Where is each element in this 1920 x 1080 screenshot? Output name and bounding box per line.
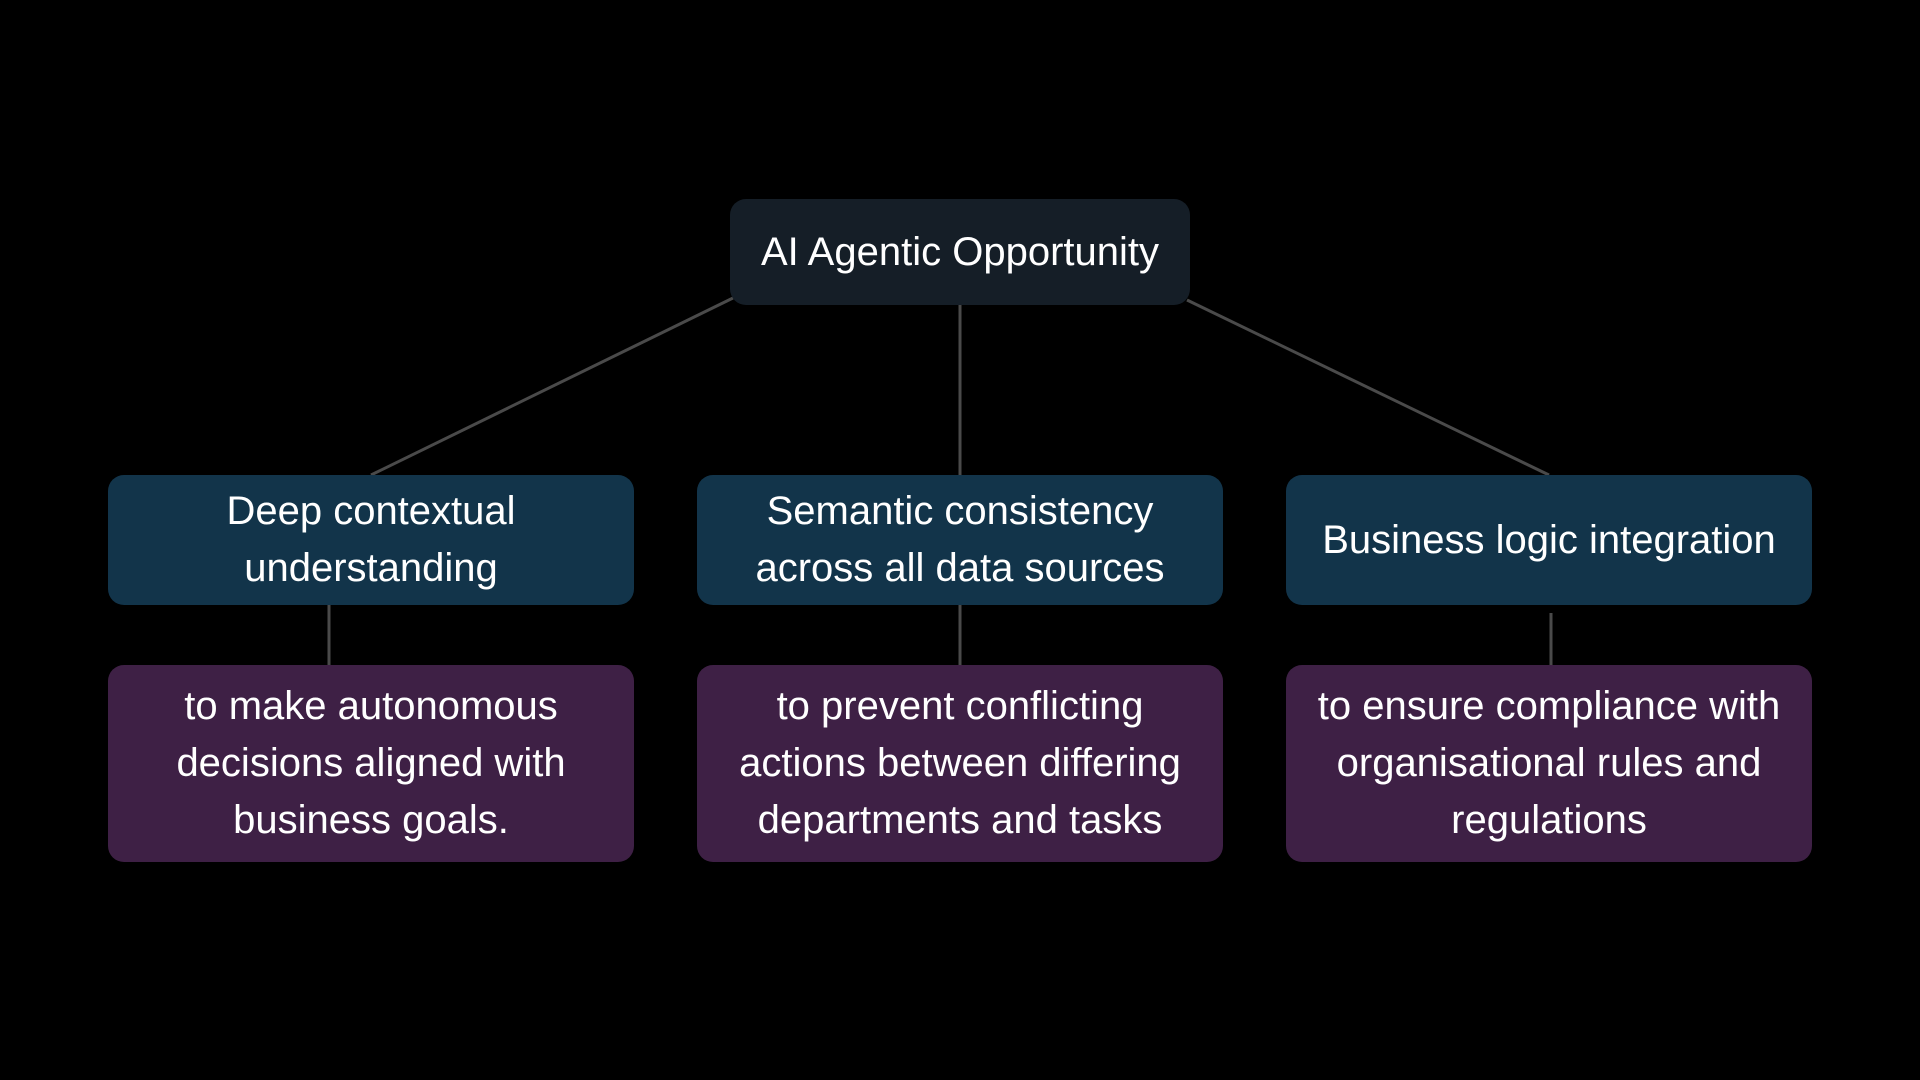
branch-node-3: Business logic integration xyxy=(1286,475,1812,605)
detail-node-1: to make autonomous decisions aligned wit… xyxy=(108,665,634,862)
detail-node-2: to prevent conflicting actions between d… xyxy=(697,665,1223,862)
detail-node-3: to ensure compliance with organisational… xyxy=(1286,665,1812,862)
branch-node-label: Deep contextual understanding xyxy=(226,489,516,590)
detail-node-label: to prevent conflicting actions between d… xyxy=(739,684,1181,842)
root-node: AI Agentic Opportunity xyxy=(730,199,1190,305)
detail-node-label: to ensure compliance with organisational… xyxy=(1317,684,1781,842)
branch-node-2: Semantic consistency across all data sou… xyxy=(697,475,1223,605)
branch-node-label: Business logic integration xyxy=(1322,517,1776,562)
root-node-label: AI Agentic Opportunity xyxy=(760,229,1159,274)
connector-root-to-branch-1 xyxy=(370,296,734,477)
detail-node-label: to make autonomous decisions aligned wit… xyxy=(176,684,566,842)
connector-root-to-branch-3 xyxy=(1186,298,1550,477)
branch-node-label: Semantic consistency across all data sou… xyxy=(755,489,1165,590)
branch-node-1: Deep contextual understanding xyxy=(108,475,634,605)
